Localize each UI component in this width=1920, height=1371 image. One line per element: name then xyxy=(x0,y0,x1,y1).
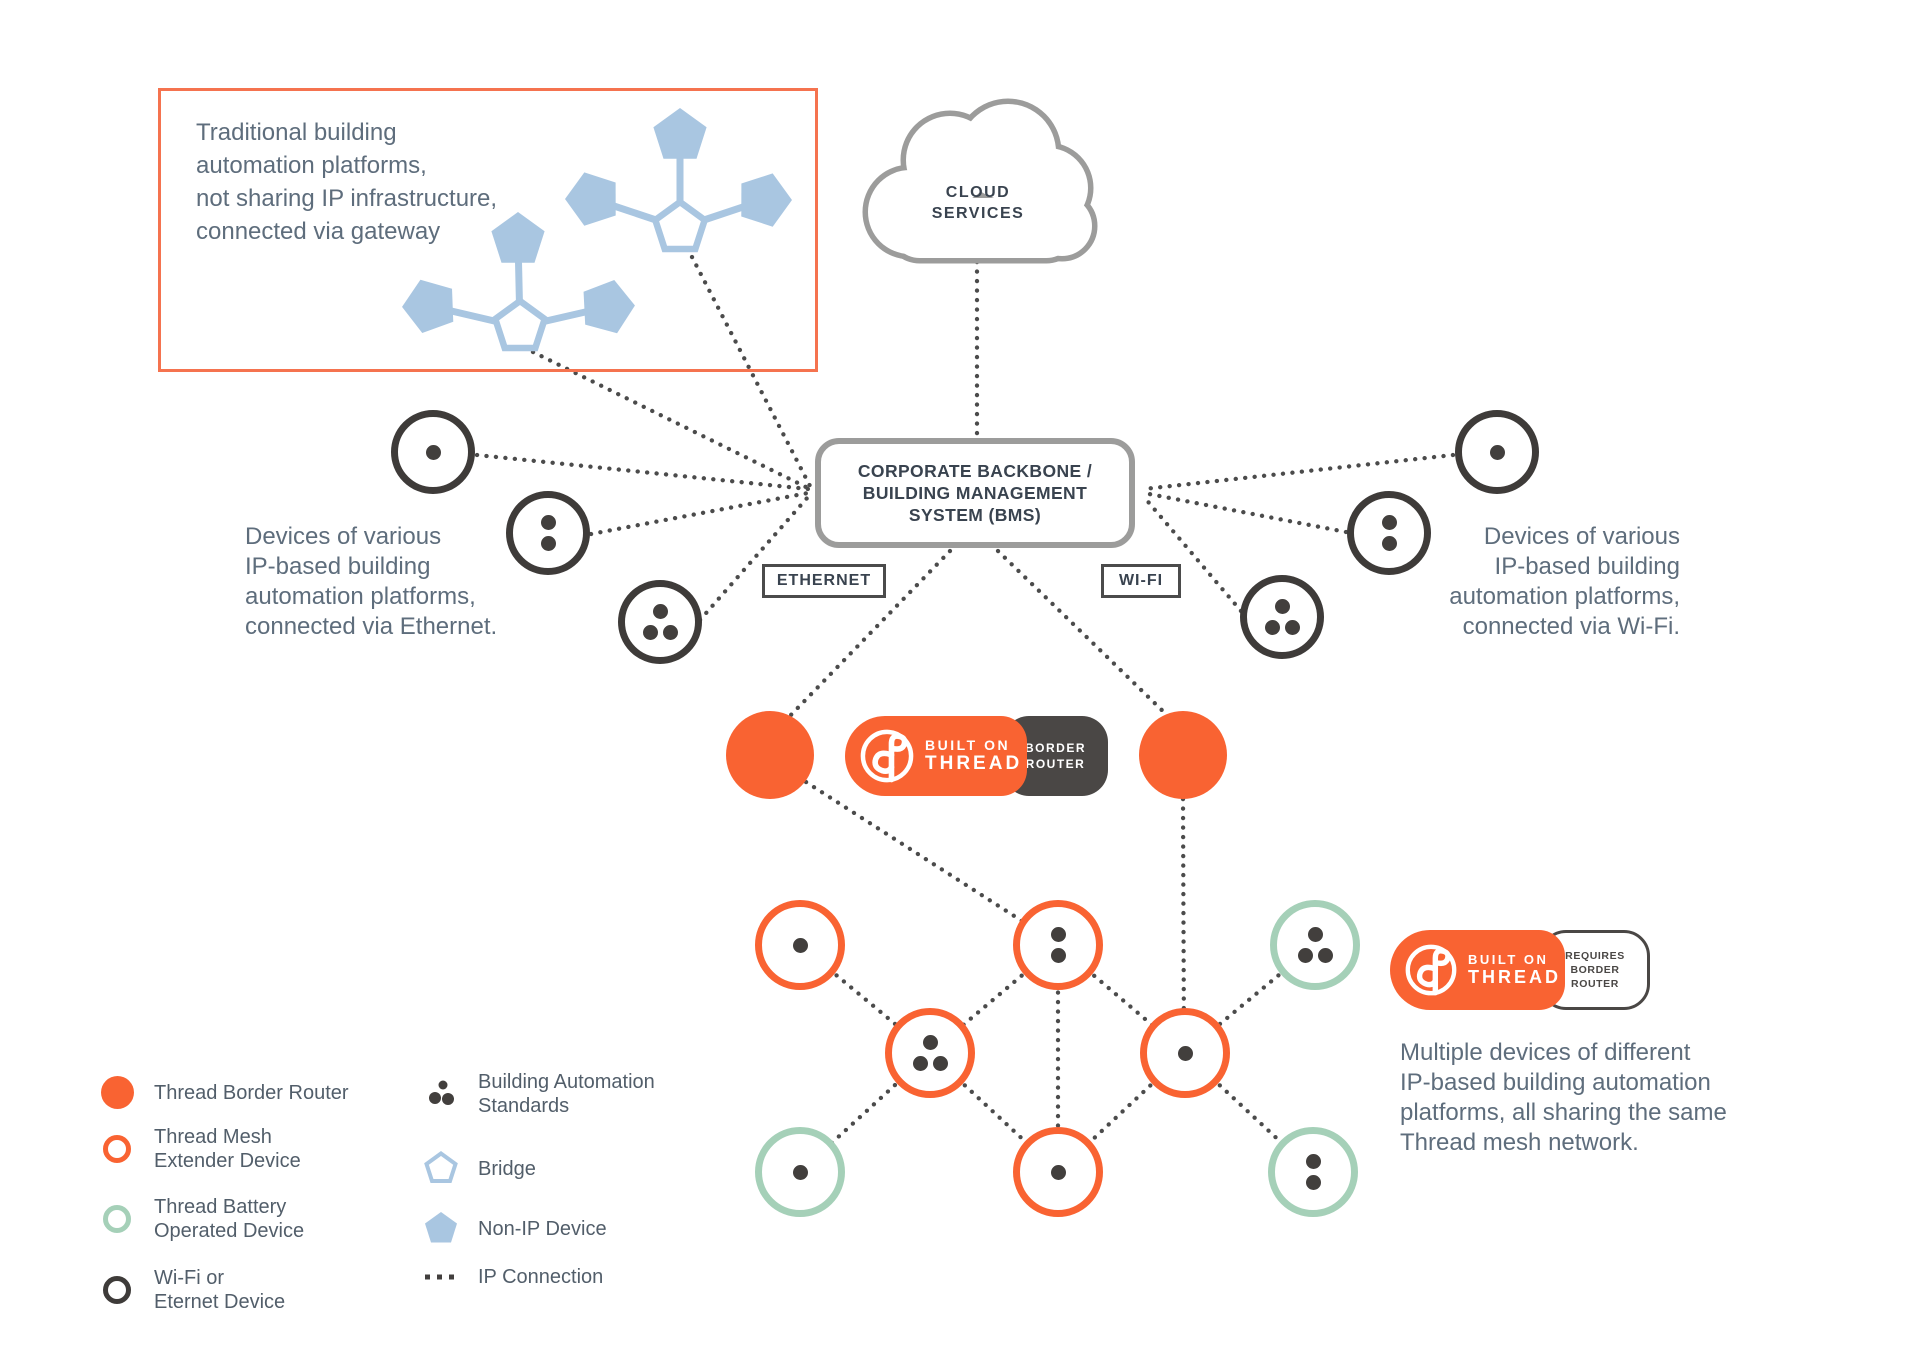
legend-non-ip-device: Non-IP Device xyxy=(420,1210,607,1248)
thread-border-router-right xyxy=(1139,711,1227,799)
line-border-router-left-mesh xyxy=(803,779,1025,924)
built-on-thread-pill: BUILT ON THREAD xyxy=(845,716,1027,796)
ethernet-device-2 xyxy=(506,491,590,575)
thread-logo-icon xyxy=(860,729,914,783)
standards-dots-1 xyxy=(425,444,441,460)
non-ip-device-icon xyxy=(420,1210,462,1248)
bridge-icon xyxy=(651,197,709,253)
line-wifi1-bms xyxy=(1141,452,1456,492)
wifi-device-3 xyxy=(1240,575,1324,659)
bms-title: CORPORATE BACKBONE / BUILDING MANAGEMENT… xyxy=(857,461,1093,525)
legend-bridge: Bridge xyxy=(420,1150,536,1188)
bridge-icon xyxy=(420,1150,462,1188)
built-on-thread-pill: BUILT ON THREAD xyxy=(1390,930,1565,1010)
ethernet-devices-note: Devices of various IP-based building aut… xyxy=(245,523,498,640)
ethernet-tag: ETHERNET xyxy=(762,564,886,598)
built-on-thread-wordmark: BUILT ON THREAD xyxy=(1468,952,1561,987)
non-ip-cluster-2 xyxy=(565,108,792,253)
line-bms-border-router-right xyxy=(995,548,1173,721)
bms-box: CORPORATE BACKBONE / BUILDING MANAGEMENT… xyxy=(815,438,1135,548)
line-eth2-bms xyxy=(588,490,811,537)
thread-logo-icon xyxy=(1405,944,1457,996)
wifi-device-2 xyxy=(1347,491,1431,575)
legend-ip-connection: IP Connection xyxy=(420,1265,603,1289)
wifi-ethernet-device-icon xyxy=(96,1276,138,1304)
ip-connection-icon xyxy=(420,1272,462,1282)
battery-operated-node xyxy=(1268,1127,1358,1217)
non-ip-device-icon xyxy=(402,279,454,333)
non-ip-cluster-1 xyxy=(402,212,635,352)
line-eth1-bms xyxy=(474,452,811,492)
cloud-icon xyxy=(862,98,1098,264)
mesh-extender-node xyxy=(1013,900,1103,990)
built-on-thread-wordmark: BUILT ON THREAD xyxy=(925,737,1023,774)
non-ip-device-icon xyxy=(583,279,635,334)
non-ip-device-icon xyxy=(653,108,707,159)
thread-mesh-extender-icon xyxy=(96,1135,138,1163)
mesh-extender-node xyxy=(755,900,845,990)
thread-battery-device-icon xyxy=(96,1205,138,1233)
cloud-services-label: CLOUD SERVICES xyxy=(931,184,1025,222)
legend-thread-border-router: Thread Border Router xyxy=(96,1076,349,1109)
standards-dots-2 xyxy=(540,515,556,551)
non-ip-device-icon xyxy=(491,212,545,263)
thread-mesh-note: Multiple devices of different IP-based b… xyxy=(1400,1039,1727,1156)
line-eth3-bms xyxy=(697,494,811,623)
standards-dots-3 xyxy=(1264,599,1300,635)
thread-border-router-left xyxy=(726,711,814,799)
mesh-extender-node xyxy=(1013,1127,1103,1217)
mesh-extender-node xyxy=(1140,1008,1230,1098)
wifi-devices-note: Devices of various IP-based building aut… xyxy=(1449,523,1680,640)
thread-border-router-icon xyxy=(96,1076,138,1109)
non-ip-device-icon xyxy=(741,173,792,227)
line-wifi3-bms xyxy=(1141,494,1244,614)
built-on-thread-requires-border-router-badge: REQUIRES BORDER ROUTER BUILT ON THREAD xyxy=(1390,930,1650,1010)
ethernet-device-3 xyxy=(618,580,702,664)
built-on-thread-border-router-badge: BORDER ROUTER BUILT ON THREAD xyxy=(845,716,1108,796)
mesh-extender-node xyxy=(885,1008,975,1098)
ethernet-device-1 xyxy=(391,410,475,494)
standards-dots-2 xyxy=(1381,515,1397,551)
traditional-platforms-box xyxy=(158,88,818,372)
battery-operated-node xyxy=(755,1127,845,1217)
wifi-tag: WI-FI xyxy=(1101,564,1181,598)
bridge-icon xyxy=(491,296,549,352)
battery-operated-node xyxy=(1270,900,1360,990)
traditional-platforms-note: Traditional building automation platform… xyxy=(196,119,498,245)
line-bridge1-bms xyxy=(530,349,813,492)
non-ip-device-icon xyxy=(565,172,616,226)
line-wifi2-bms xyxy=(1141,490,1349,535)
standards-dots-3 xyxy=(642,604,678,640)
standards-dots-1 xyxy=(1489,444,1505,460)
wifi-device-1 xyxy=(1455,410,1539,494)
line-bms-border-router-left xyxy=(785,548,953,721)
building-automation-standards-icon xyxy=(420,1077,462,1111)
